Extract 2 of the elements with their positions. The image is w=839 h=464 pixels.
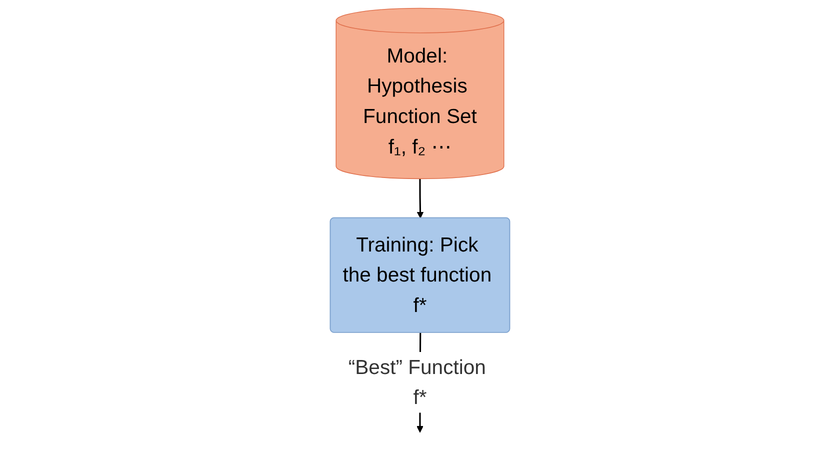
arrow bbox=[416, 178, 424, 218]
edge-label: “Best” Function f* bbox=[348, 355, 486, 409]
